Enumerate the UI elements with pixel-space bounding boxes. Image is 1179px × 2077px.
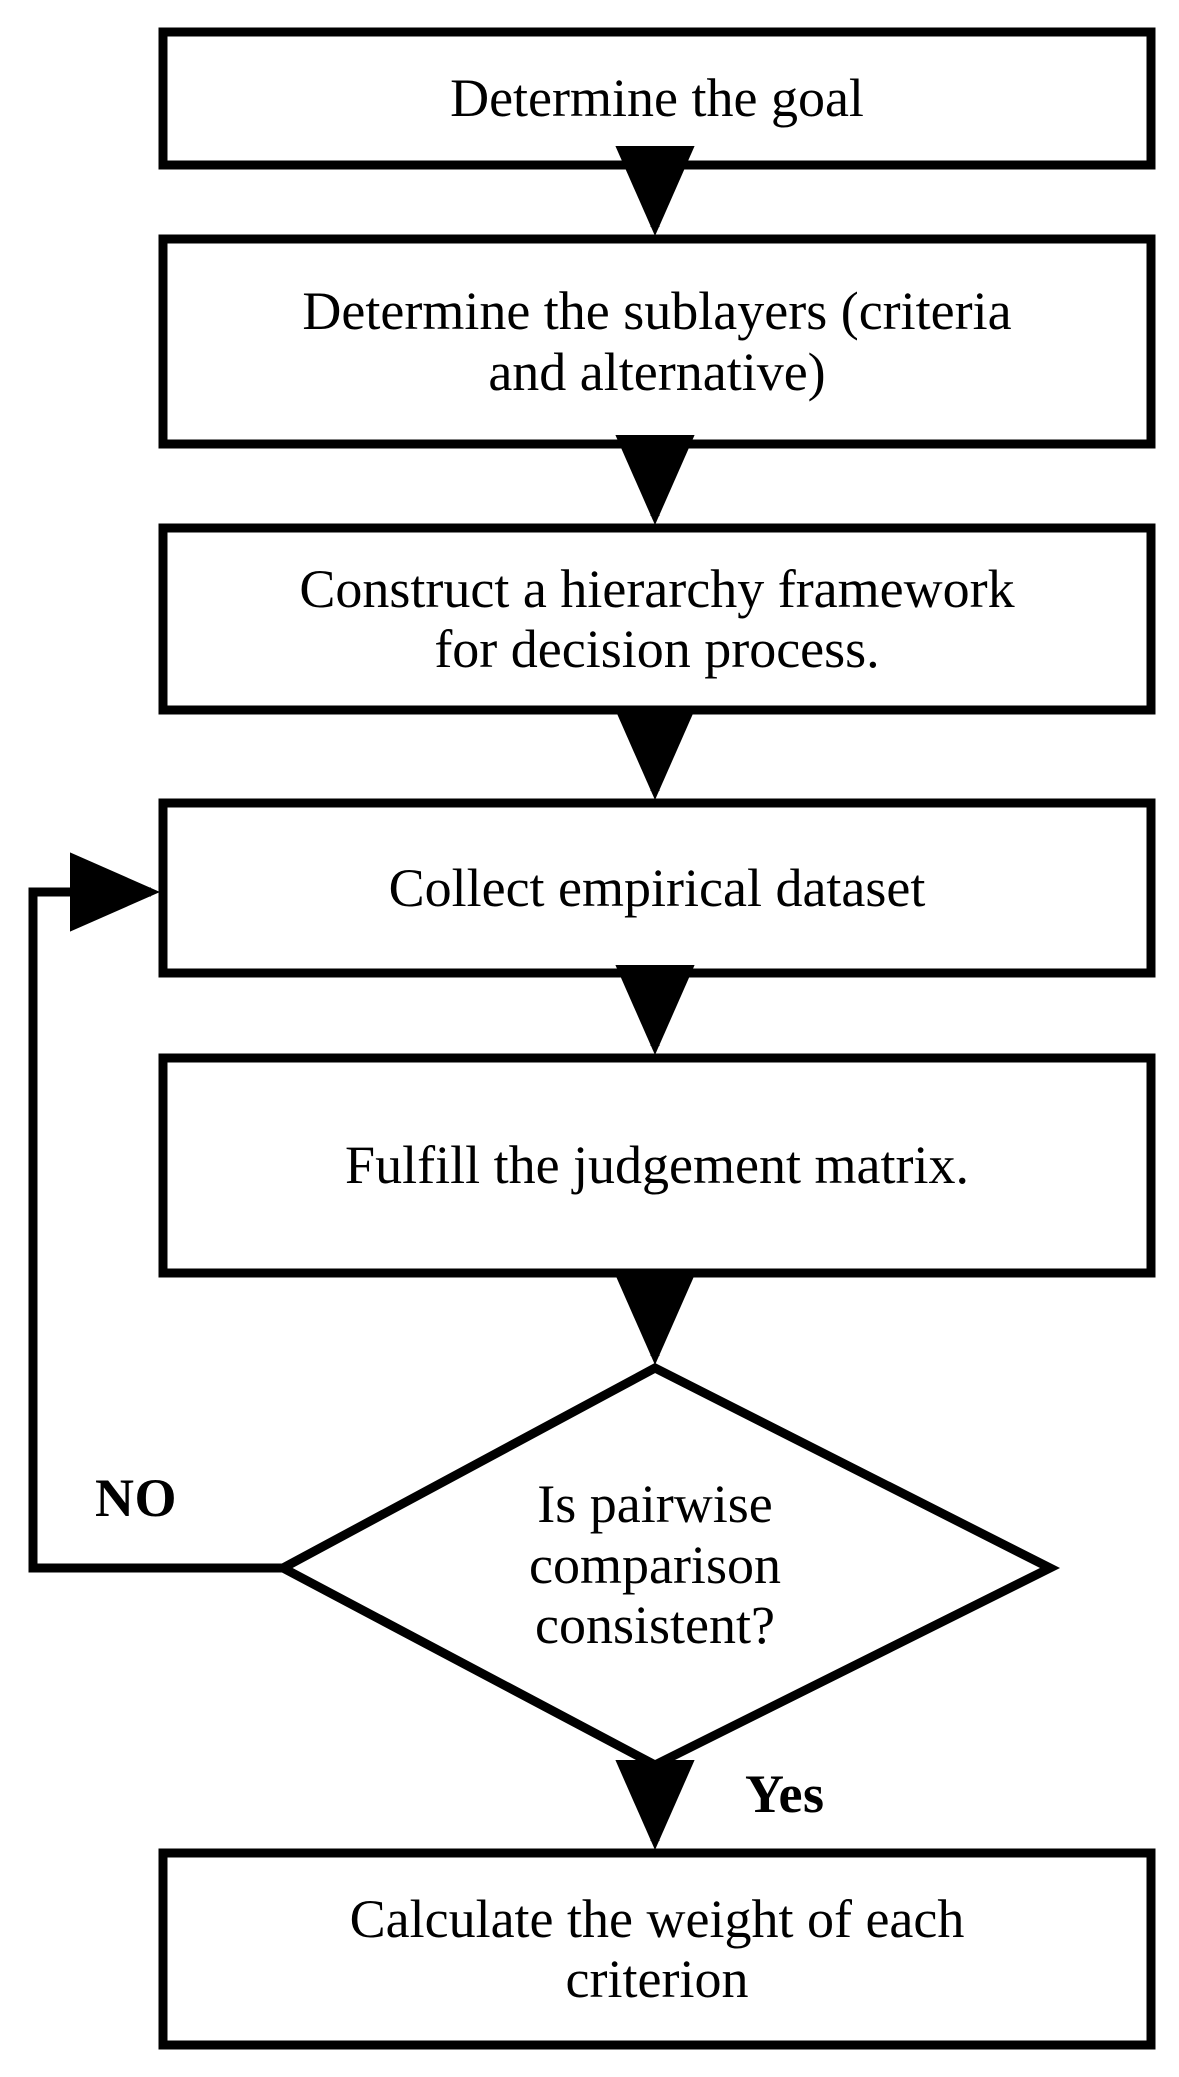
node-determine-sublayers-shape[interactable] <box>158 234 1156 449</box>
node-calculate-weight-shape[interactable] <box>158 1848 1156 2050</box>
edge-decision-no-loop-line <box>28 852 283 1573</box>
node-construct-hierarchy-shape[interactable] <box>158 523 1156 715</box>
node-collect-dataset-shape[interactable] <box>158 798 1156 978</box>
node-consistency-check-shape[interactable] <box>273 1362 1061 1771</box>
edge-label-no: NO <box>95 1468 177 1528</box>
node-determine-goal-shape[interactable] <box>158 27 1156 170</box>
edge-label-yes: Yes <box>745 1764 825 1824</box>
node-fulfill-matrix-shape[interactable] <box>158 1053 1156 1278</box>
